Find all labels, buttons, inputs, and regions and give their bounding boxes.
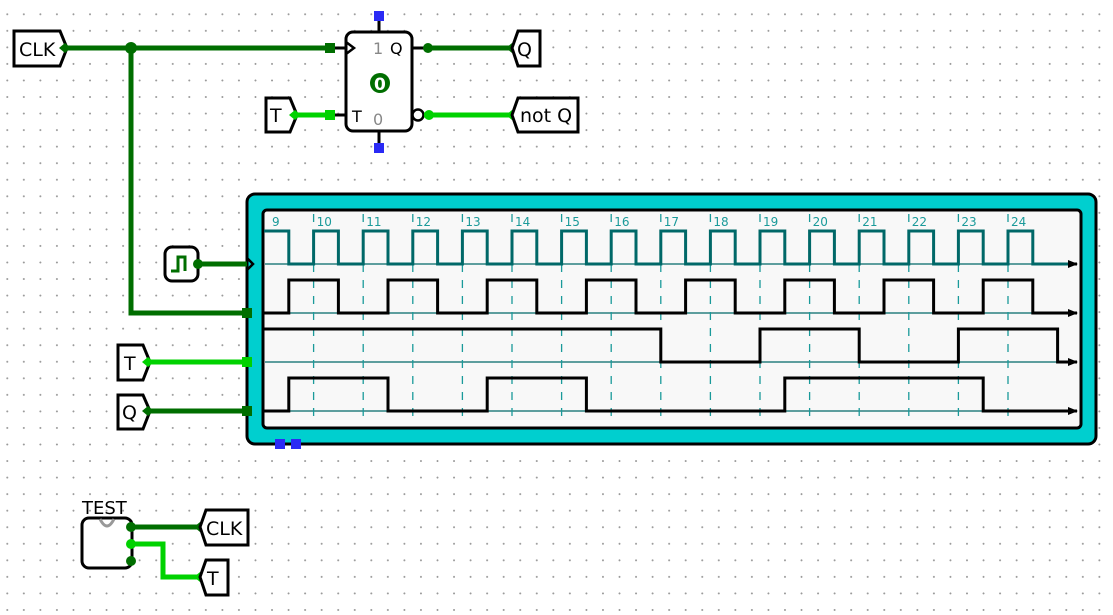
clk-tunnel-top[interactable]: CLK: [12, 29, 69, 68]
tick-label: 11: [366, 215, 381, 229]
ff-t-label: T: [351, 107, 362, 126]
inverted-output-bubble: [411, 108, 425, 122]
ff-reset-value: 0: [373, 110, 383, 129]
tick-label: 17: [664, 215, 679, 229]
clk-tunnel-label: CLK: [19, 39, 56, 61]
preset-port[interactable]: [374, 11, 384, 21]
test-notch-icon: [98, 518, 116, 528]
ff-set-value: 1: [373, 39, 383, 58]
chronogram-port[interactable]: [291, 439, 301, 449]
test-component[interactable]: TEST: [80, 498, 206, 582]
t-tunnel-ff[interactable]: T: [264, 96, 299, 134]
clear-port[interactable]: [374, 143, 384, 153]
q-output-wire[interactable]: [423, 43, 518, 53]
tick-label: 12: [416, 215, 431, 229]
tick-label: 20: [813, 215, 828, 229]
ff-q-label: Q: [390, 39, 403, 58]
tick-label: 22: [912, 215, 927, 229]
tick-label: 10: [317, 215, 332, 229]
tick-label: 13: [465, 215, 480, 229]
waveform-t: [264, 327, 1073, 364]
clk-test-label: CLK: [206, 518, 243, 540]
waveform-clk: [264, 278, 1073, 315]
tick-label: 19: [763, 215, 778, 229]
t-wire-ff[interactable]: [289, 110, 335, 120]
notq-tunnel[interactable]: not Q: [510, 96, 580, 134]
q-tunnel-label: Q: [517, 39, 532, 61]
t-test-label: T: [206, 568, 219, 590]
clk-wire[interactable]: [59, 42, 335, 316]
tick-label: 15: [565, 215, 580, 229]
clock-generator[interactable]: [163, 245, 247, 283]
waveform-clock-generator: [264, 229, 1073, 266]
t-tunnel-label: T: [269, 105, 282, 127]
tick-label: 14: [515, 215, 530, 229]
clock-triangle-icon: [345, 41, 357, 55]
chronogram[interactable]: 9 10 11 12 13 14 15 16 17 18 19 20 21 22 23 24: [245, 192, 1098, 449]
tick-label: 18: [713, 215, 728, 229]
tick-label: 21: [862, 215, 877, 229]
t-tunnel-chrono[interactable]: T: [116, 343, 152, 382]
notq-tunnel-label: not Q: [520, 105, 572, 127]
tick-label: 9: [272, 215, 280, 229]
chronogram-clk-port[interactable]: [242, 308, 252, 318]
ff-state: 0: [374, 75, 386, 95]
t-chrono-label: T: [123, 353, 136, 375]
ff-state-indicator[interactable]: [370, 73, 390, 93]
notq-output-wire[interactable]: [424, 110, 518, 120]
tick-label: 16: [614, 215, 629, 229]
t-tunnel-test[interactable]: T: [198, 558, 230, 597]
clock-input-triangle-icon: [246, 257, 255, 271]
clock-wave-icon: [171, 255, 187, 273]
t-flip-flop[interactable]: 1 Q 0 T 0: [335, 11, 425, 153]
q-wire-chrono[interactable]: [142, 406, 252, 416]
t-wire-chrono[interactable]: [142, 357, 252, 367]
q-tunnel[interactable]: Q: [510, 29, 542, 68]
q-tunnel-chrono[interactable]: Q: [116, 393, 152, 431]
waveform-q: [264, 376, 1073, 413]
tick-label: 23: [961, 215, 976, 229]
test-label: TEST: [81, 498, 128, 519]
clk-tunnel-test[interactable]: CLK: [198, 508, 250, 547]
q-chrono-label: Q: [122, 402, 137, 424]
tick-label: 24: [1011, 215, 1026, 229]
chronogram-port[interactable]: [275, 439, 285, 449]
